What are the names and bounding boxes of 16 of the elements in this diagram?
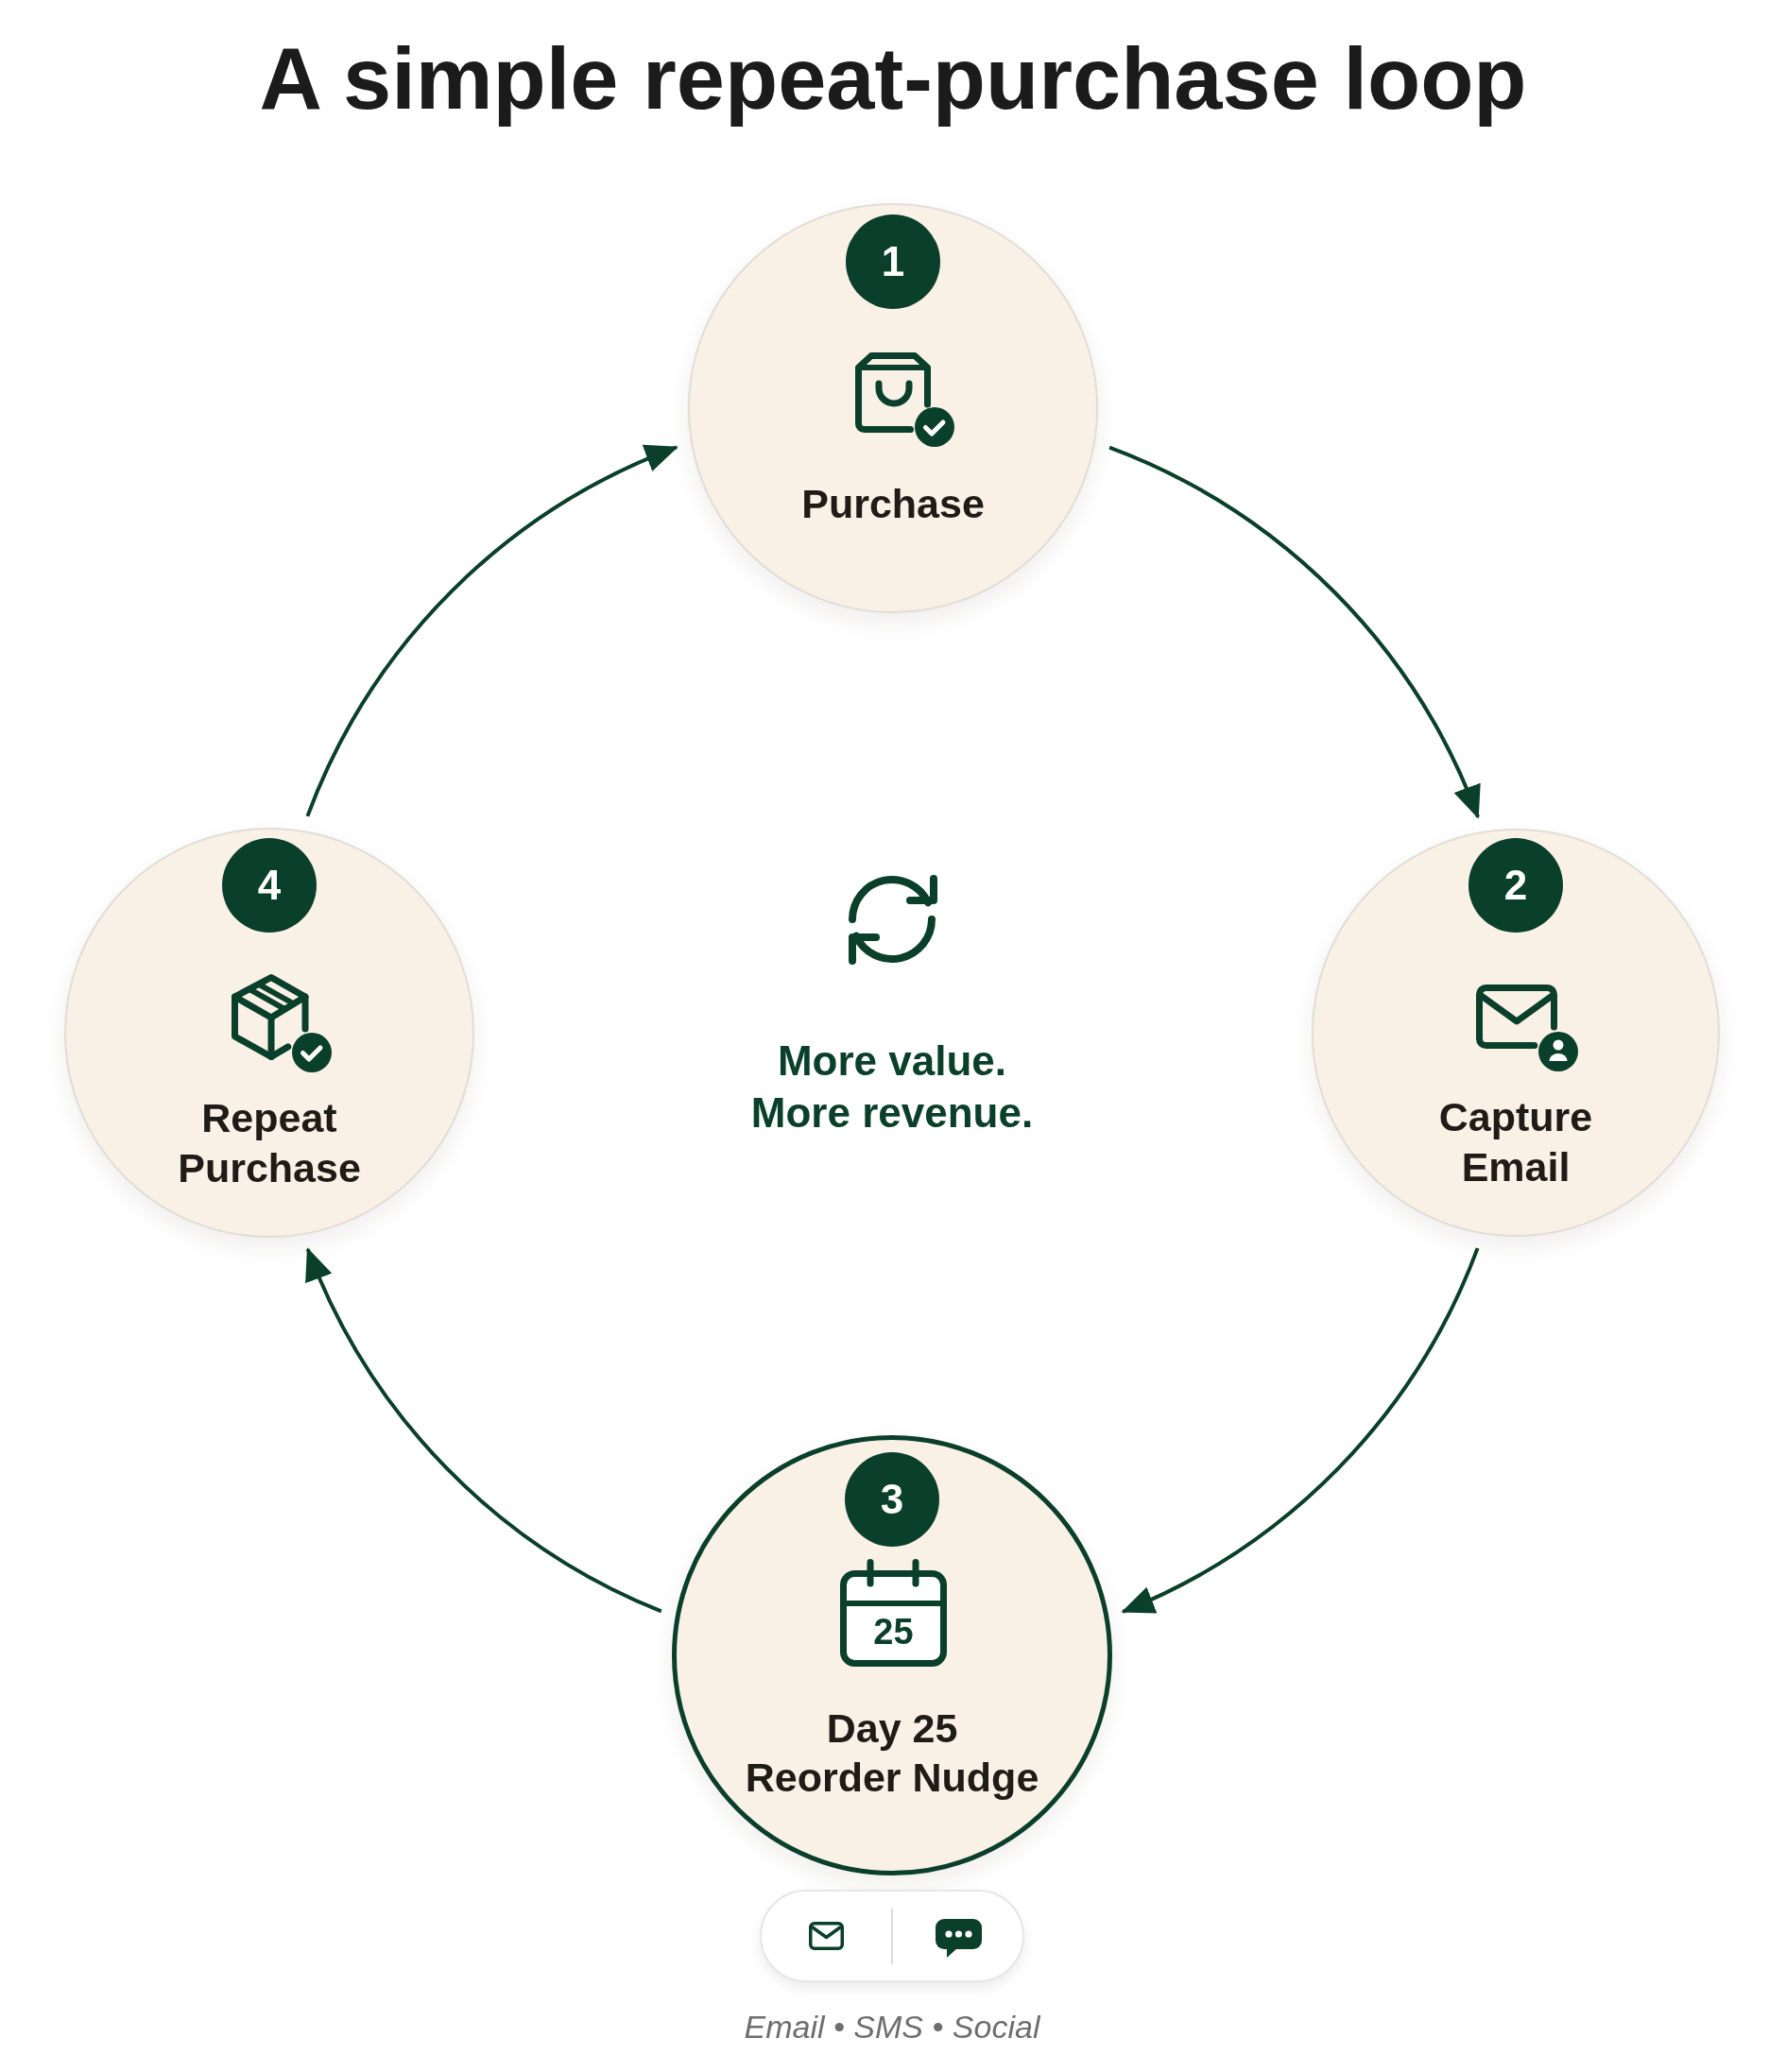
- curved-arrow: [1121, 1247, 1480, 1614]
- tagline: More value. More revenue.: [750, 1036, 1034, 1138]
- curved-arrow: [305, 445, 678, 817]
- curved-arrow: [305, 1247, 662, 1614]
- step-label: Purchase: [801, 480, 985, 528]
- title: A simple repeat-purchase loop: [259, 29, 1527, 128]
- curved-arrow: [1108, 445, 1480, 819]
- step-label: Capture Email: [1438, 1093, 1593, 1191]
- channel-caption: Email • SMS • Social: [744, 2008, 1040, 2046]
- step-number: 3: [845, 1452, 939, 1547]
- step-label: Repeat Purchase: [178, 1094, 361, 1192]
- calendar-day-number: 25: [873, 1614, 914, 1650]
- step-number: 1: [846, 214, 940, 309]
- step-number: 2: [1468, 838, 1563, 933]
- step-number: 4: [222, 838, 317, 933]
- step-label: Day 25 Reorder Nudge: [745, 1704, 1039, 1802]
